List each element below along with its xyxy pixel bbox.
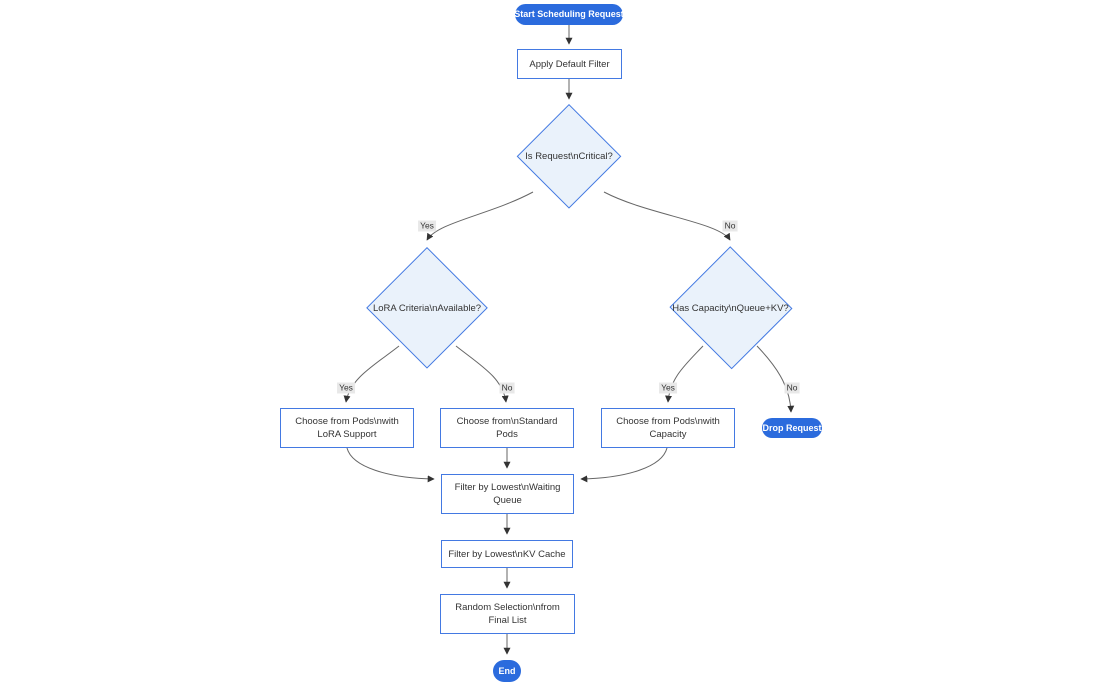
node-is-request-critical: Is Request\nCritical?	[517, 104, 621, 208]
edge-label-lora-yes: Yes	[337, 382, 355, 394]
node-has-capacity-queue-kv: Has Capacity\nQueue+KV?	[668, 246, 793, 370]
node-label: Filter by Lowest\nKV Cache	[448, 548, 566, 560]
edge-lora-yes-to-choose-lora	[343, 345, 400, 403]
edge-critical-yes-to-lora	[426, 191, 534, 241]
node-choose-pods-capacity: Choose from Pods\nwith Capacity	[601, 408, 735, 448]
edge-capacity-no-to-drop	[756, 345, 795, 413]
edge-label-capacity-no: No	[784, 382, 800, 394]
node-label: LoRA Criteria\nAvailable?	[372, 302, 482, 314]
edge-label-capacity-yes: Yes	[659, 382, 677, 394]
node-filter-lowest-waiting-queue: Filter by Lowest\nWaiting Queue	[441, 474, 574, 514]
node-apply-default-filter: Apply Default Filter	[517, 49, 622, 79]
edge-label-critical-no: No	[722, 220, 738, 232]
edge-label-critical-yes: Yes	[418, 220, 436, 232]
node-label: Apply Default Filter	[529, 58, 610, 70]
node-filter-lowest-kv-cache: Filter by Lowest\nKV Cache	[441, 540, 573, 568]
edge-choose-lora-to-filter-queue	[346, 447, 435, 483]
node-start-scheduling-request: Start Scheduling Request	[514, 4, 624, 25]
node-label: Choose from Pods\nwith Capacity	[616, 416, 720, 440]
node-label: Filter by Lowest\nWaiting Queue	[454, 482, 561, 506]
node-label: Choose from\nStandard Pods	[456, 416, 558, 440]
node-drop-request: Drop Request	[762, 418, 822, 438]
edge-critical-no-to-capacity	[603, 191, 731, 241]
node-label: Random Selection\nfrom Final List	[455, 602, 560, 626]
node-label: Start Scheduling Request	[514, 9, 624, 19]
edge-choose-capacity-to-filter-queue	[580, 447, 668, 483]
node-label: Has Capacity\nQueue+KV?	[672, 302, 789, 314]
edge-label-lora-no: No	[499, 382, 515, 394]
node-random-selection-final-list: Random Selection\nfrom Final List	[440, 594, 575, 634]
node-label: Drop Request	[762, 422, 822, 433]
node-choose-standard-pods: Choose from\nStandard Pods	[440, 408, 574, 448]
node-label: Is Request\nCritical?	[525, 150, 613, 162]
node-label: End	[498, 665, 516, 676]
node-label: Choose from Pods\nwith LoRA Support	[295, 416, 399, 440]
node-lora-criteria-available: LoRA Criteria\nAvailable?	[366, 247, 488, 369]
node-end: End	[493, 660, 521, 682]
edge-capacity-yes-to-choose-capacity	[665, 345, 704, 403]
node-choose-pods-lora-support: Choose from Pods\nwith LoRA Support	[280, 408, 414, 448]
edge-lora-no-to-choose-standard	[455, 345, 509, 403]
